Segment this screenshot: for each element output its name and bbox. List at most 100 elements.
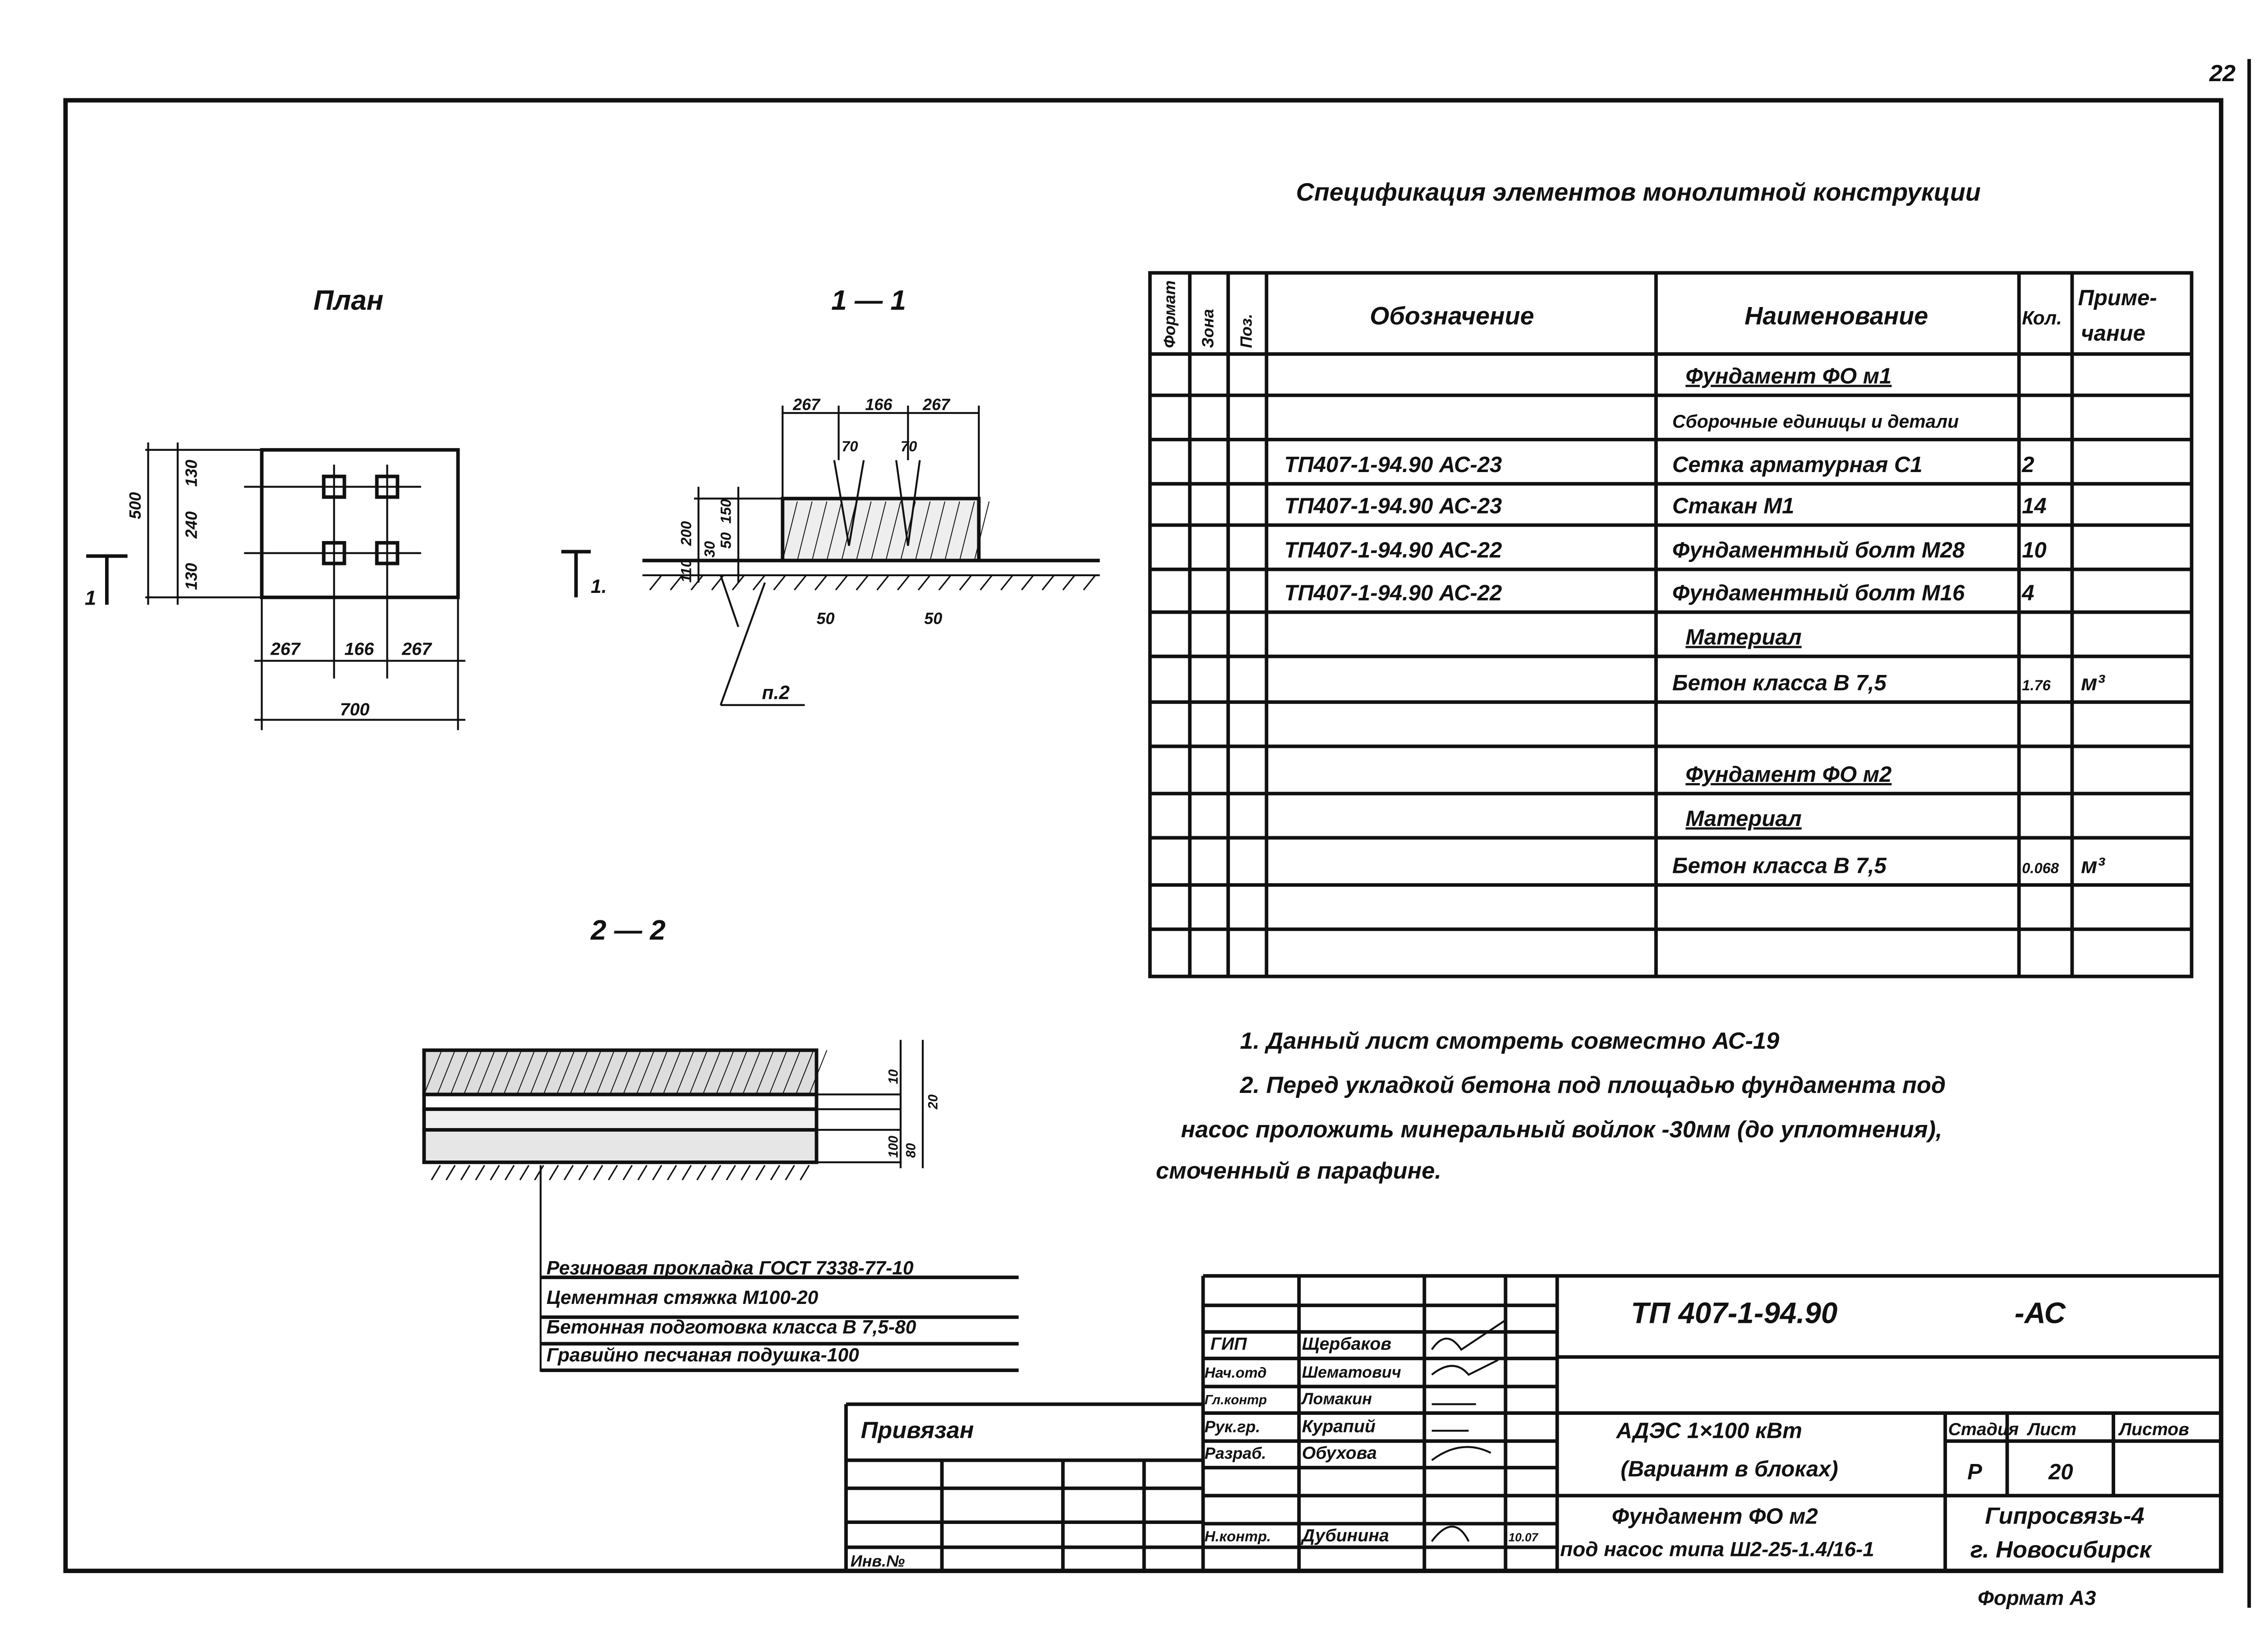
svg-text:Ломакин: Ломакин — [1301, 1389, 1372, 1408]
svg-text:АДЭС 1×100 кВт: АДЭС 1×100 кВт — [1616, 1419, 1802, 1443]
qty: 2 — [2021, 453, 2034, 477]
svg-text:Гипросвязь-4: Гипросвязь-4 — [1985, 1503, 2144, 1529]
svg-text:200: 200 — [677, 521, 694, 546]
name: Сетка арматурная С1 — [1672, 453, 1923, 477]
svg-text:100: 100 — [886, 1135, 901, 1158]
svg-text:267: 267 — [922, 395, 951, 413]
svg-text:1.: 1. — [591, 576, 607, 597]
name: Материал — [1685, 807, 1801, 831]
svg-text:Рук.гр.: Рук.гр. — [1205, 1418, 1260, 1436]
svg-text:Привязан: Привязан — [861, 1418, 974, 1444]
svg-text:Н.контр.: Н.контр. — [1205, 1528, 1271, 1545]
designation: ТП407-1-94.90 АС-23 — [1284, 453, 1502, 477]
svg-text:1: 1 — [85, 586, 96, 609]
spec-header: Наименование — [1744, 302, 1928, 330]
svg-text:Курапий: Курапий — [1302, 1417, 1376, 1436]
layer-legend: Резиновая прокладка ГОСТ 7338-77-10 Цеме… — [540, 1258, 1019, 1372]
svg-text:1. Данный лист смотреть совмес: 1. Данный лист смотреть совместно АС-19 — [1240, 1028, 1779, 1054]
svg-text:70: 70 — [901, 438, 917, 454]
svg-text:700: 700 — [340, 700, 370, 720]
name: Материал — [1685, 625, 1801, 650]
svg-text:Гравийно песчаная подушка-100: Гравийно песчаная подушка-100 — [547, 1345, 859, 1366]
svg-text:20: 20 — [2048, 1460, 2073, 1484]
svg-text:50: 50 — [924, 609, 942, 628]
notes: 1. Данный лист смотреть совместно АС-19 … — [1156, 1028, 1946, 1184]
svg-text:70: 70 — [842, 438, 858, 454]
qty: 14 — [2022, 494, 2047, 518]
qty: 1.76 — [2022, 677, 2051, 693]
designation: ТП407-1-94.90 АС-22 — [1284, 538, 1502, 563]
svg-text:Разраб.: Разраб. — [1205, 1444, 1266, 1462]
svg-text:Дубинина: Дубинина — [1301, 1526, 1389, 1546]
plan-view: План 267 166 267 700 130 240 130 500 1 — [85, 285, 465, 730]
spec-row: Материал — [1685, 625, 1801, 650]
svg-text:ТП 407-1-94.90: ТП 407-1-94.90 — [1631, 1296, 1837, 1329]
qty: 0.068 — [2022, 860, 2059, 876]
svg-text:166: 166 — [345, 639, 375, 659]
name: Бетон класса В 7,5 — [1672, 671, 1887, 695]
svg-text:267: 267 — [401, 639, 433, 659]
svg-text:267: 267 — [270, 639, 301, 659]
svg-text:50: 50 — [718, 532, 734, 549]
signatures — [1431, 1319, 1506, 1542]
section-2-2: 2 — 2 10 20 100 80 Резиновая прокладка Г… — [422, 915, 1019, 1372]
spec-header: Зона — [1198, 309, 1217, 348]
svg-text:Нач.отд: Нач.отд — [1205, 1364, 1267, 1381]
sheet-number: 22 — [2209, 60, 2236, 87]
name: Фундамент ФО м2 — [1685, 762, 1891, 787]
title-block: ТП 407-1-94.90 -АС ГИП Щербаков Нач.отд Ше… — [844, 1274, 2221, 1609]
svg-text:130: 130 — [182, 460, 200, 487]
svg-text:Листов: Листов — [2118, 1419, 2189, 1439]
designation: ТП407-1-94.90 АС-23 — [1284, 494, 1502, 518]
spec-header: чание — [2081, 321, 2145, 346]
spec-header: Формат — [1160, 280, 1178, 348]
svg-text:130: 130 — [182, 563, 200, 590]
svg-text:Стадия: Стадия — [1948, 1419, 2019, 1439]
spec-row: Фундамент ФО м1 — [1685, 364, 1891, 389]
svg-text:Инв.№: Инв.№ — [851, 1551, 905, 1570]
spec-row: Сборочные единицы и детали — [1672, 411, 1959, 432]
svg-text:Гл.контр: Гл.контр — [1205, 1392, 1267, 1407]
section-1-1: 1 — 1 267 166 267 70 70 200 50 150 30 11… — [561, 285, 1100, 706]
spec-row: Фундамент ФО м2 — [1685, 762, 1891, 787]
spec-row: ТП407-1-94.90 АС-23 Сетка арматурная С1 2 — [1284, 453, 2034, 477]
spec-header: Приме- — [2078, 286, 2157, 310]
svg-text:Резиновая прокладка ГОСТ 7338-: Резиновая прокладка ГОСТ 7338-77-10 — [547, 1258, 914, 1279]
svg-text:20: 20 — [926, 1094, 941, 1110]
svg-text:10: 10 — [886, 1069, 901, 1084]
spec-header: Кол. — [2022, 308, 2062, 329]
qty: 4 — [2021, 581, 2034, 605]
svg-text:Шематович: Шематович — [1302, 1363, 1401, 1381]
svg-text:Цементная стяжка М100-20: Цементная стяжка М100-20 — [547, 1287, 819, 1308]
name: Стакан М1 — [1672, 494, 1795, 518]
name: Фундаментный болт М16 — [1672, 581, 1965, 605]
svg-text:150: 150 — [718, 499, 734, 524]
svg-text:30: 30 — [701, 541, 718, 557]
svg-text:-АС: -АС — [2015, 1296, 2066, 1329]
svg-text:ГИП: ГИП — [1210, 1334, 1247, 1354]
spec-row: Материал — [1685, 807, 1801, 831]
qty: 10 — [2022, 538, 2047, 563]
svg-text:Обухова: Обухова — [1302, 1443, 1377, 1463]
svg-text:п.2: п.2 — [762, 683, 790, 704]
name: Сборочные единицы и детали — [1672, 411, 1959, 432]
svg-text:80: 80 — [904, 1143, 919, 1158]
svg-text:Щербаков: Щербаков — [1302, 1334, 1391, 1354]
spec-title: Спецификация элементов монолитной констр… — [1296, 178, 1981, 206]
svg-text:166: 166 — [865, 395, 893, 413]
svg-text:500: 500 — [126, 492, 144, 519]
svg-text:г. Новосибирск: г. Новосибирск — [1970, 1537, 2153, 1563]
svg-text:смоченный в парафине.: смоченный в парафине. — [1156, 1158, 1441, 1184]
svg-text:насос проложить минеральный во: насос проложить минеральный войлок -30мм… — [1181, 1116, 1942, 1143]
svg-text:Бетонная подготовка класса В 7: Бетонная подготовка класса В 7,5-80 — [547, 1317, 916, 1338]
svg-text:10.07: 10.07 — [1509, 1531, 1539, 1544]
svg-text:2. Перед укладкой бетона под п: 2. Перед укладкой бетона под площадью фу… — [1239, 1072, 1946, 1098]
spec-row: ТП407-1-94.90 АС-23 Стакан М1 14 — [1284, 494, 2047, 518]
note: м³ — [2081, 854, 2105, 878]
